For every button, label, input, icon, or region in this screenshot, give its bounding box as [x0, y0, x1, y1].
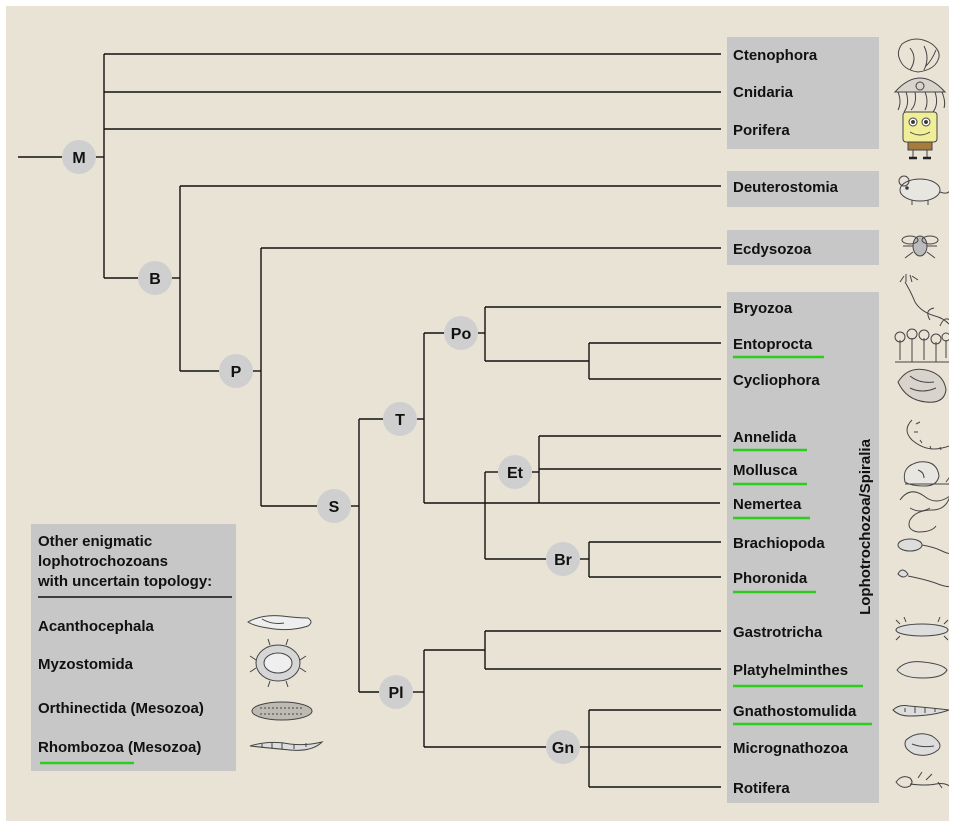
node-Gn-label: Gn — [552, 740, 574, 757]
node-M-label: M — [72, 150, 85, 167]
enigmatic-title-line3: with uncertain topology: — [37, 573, 212, 590]
taxon-annelida: Annelida — [733, 429, 797, 446]
acanthocephala-sketch-icon — [247, 615, 312, 631]
taxon-gnathostomulida: Gnathostomulida — [733, 703, 857, 720]
rhombozoa-suffix: (Mesozoa) — [124, 739, 202, 756]
mouse-sketch-icon — [898, 175, 953, 205]
myzostomida-sketch-icon — [249, 638, 307, 688]
node-B: B — [138, 261, 172, 295]
highlight-underlines — [733, 355, 872, 726]
taxon-cnidaria: Cnidaria — [733, 84, 794, 101]
node-Pl-label: Pl — [388, 685, 403, 702]
taxon-ecdysozoa: Ecdysozoa — [733, 241, 812, 258]
clade-label-lophotrochozoa: Lophotrochozoa/Spiralia — [857, 438, 874, 614]
enigmatic-title-line1: Other enigmatic — [38, 533, 152, 550]
taxon-bryozoa: Bryozoa — [733, 300, 793, 317]
orthonectida-sketch-icon — [251, 701, 313, 721]
lamp-shell-sketch-icon — [897, 538, 955, 555]
rhombozoa-sketch-icon — [249, 741, 324, 751]
lophotrochozoa-box — [727, 292, 879, 803]
node-T-label: T — [395, 412, 405, 429]
taxon-cycliophora: Cycliophora — [733, 372, 820, 389]
ribbon-worm-sketch-icon — [899, 491, 951, 533]
jellyfish-sketch-icon — [893, 77, 947, 113]
rotifer-sketch-icon — [895, 771, 953, 789]
taxon-porifera: Porifera — [733, 122, 790, 139]
micrognathozoan-sketch-icon — [904, 733, 941, 756]
taxon-entoprocta: Entoprocta — [733, 336, 813, 353]
taxon-gastrotricha: Gastrotricha — [733, 624, 823, 641]
taxon-labels: Ctenophora Cnidaria Porifera Deuterostom… — [733, 47, 857, 797]
enigmatic-box-background — [31, 524, 236, 771]
node-P: P — [219, 354, 253, 388]
node-Et-label: Et — [507, 465, 524, 482]
node-S-label: S — [329, 499, 340, 516]
enigmatic-item-acanthocephala: Acanthocephala — [38, 618, 155, 635]
taxon-deuterostomia: Deuterostomia — [733, 179, 839, 196]
taxon-rotifera: Rotifera — [733, 780, 790, 797]
gastrotrich-sketch-icon — [895, 616, 949, 641]
fly-sketch-icon — [901, 235, 939, 259]
enigmatic-taxa-box: Other enigmatic lophotrochozoans with un… — [31, 524, 236, 771]
comb-jelly-sketch-icon — [897, 38, 940, 73]
deuterostomia-box — [727, 171, 879, 207]
enigmatic-sketches — [247, 615, 324, 751]
enigmatic-item-orthinectida: Orthinectida (Mesozoa) — [38, 700, 204, 717]
rhombozoa-name: Rhombozoa — [38, 739, 124, 756]
node-Po: Po — [444, 316, 478, 350]
node-Et: Et — [498, 455, 532, 489]
node-B-label: B — [149, 271, 161, 288]
sponge-cartoon-icon — [902, 111, 938, 160]
taxon-ctenophora: Ctenophora — [733, 47, 818, 64]
ecdysozoa-box — [727, 230, 879, 265]
flatworm-sketch-icon — [896, 661, 948, 679]
node-Gn: Gn — [546, 730, 580, 764]
enigmatic-item-rhombozoa: Rhombozoa (Mesozoa) — [38, 739, 201, 756]
taxon-nemertea: Nemertea — [733, 496, 802, 513]
node-Br-label: Br — [554, 552, 572, 569]
basal-taxa-box — [727, 37, 879, 149]
node-S: S — [317, 489, 351, 523]
taxon-mollusca: Mollusca — [733, 462, 798, 479]
node-T: T — [383, 402, 417, 436]
node-Po-label: Po — [451, 326, 472, 343]
node-M: M — [62, 140, 96, 174]
tree-branches — [18, 53, 721, 788]
enigmatic-title-line2: lophotrochozoans — [38, 553, 168, 570]
taxon-brachiopoda: Brachiopoda — [733, 535, 825, 552]
taxon-phoronida: Phoronida — [733, 570, 808, 587]
taxon-micrognathozoa: Micrognathozoa — [733, 740, 849, 757]
node-Pl: Pl — [379, 675, 413, 709]
organism-sketches — [892, 38, 955, 789]
enigmatic-item-myzostomida: Myzostomida — [38, 656, 134, 673]
taxon-platyhelminthes: Platyhelminthes — [733, 662, 848, 679]
cycliophoran-sketch-icon — [897, 368, 947, 403]
node-P-label: P — [231, 364, 242, 381]
node-Br: Br — [546, 542, 580, 576]
